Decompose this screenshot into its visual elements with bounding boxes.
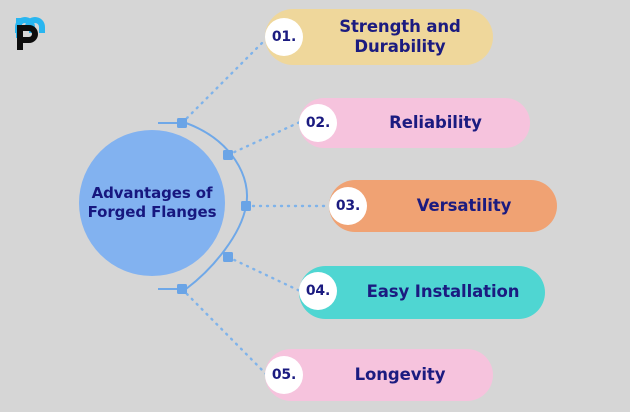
item-number-badge-1[interactable]: 01.: [265, 18, 303, 56]
item-number-badge-5[interactable]: 05.: [265, 356, 303, 394]
leader-line-5: [180, 287, 268, 376]
item-number-5: 05.: [271, 367, 297, 383]
connector-node-1: [177, 118, 187, 128]
center-hub: Advantages of Forged Flanges: [79, 130, 225, 276]
item-number-badge-2[interactable]: 02.: [299, 104, 337, 142]
item-pill-3[interactable]: Versatility: [329, 180, 557, 232]
item-pill-5[interactable]: Longevity: [265, 349, 493, 401]
item-label-3: Versatility: [329, 196, 557, 216]
item-label-5-line-1: Longevity: [354, 364, 446, 384]
item-label-2: Reliability: [299, 113, 530, 133]
leader-line-2: [226, 120, 302, 157]
item-number-badge-4[interactable]: 04.: [299, 272, 337, 310]
connector-node-2: [223, 150, 233, 160]
item-label-1-line-2: Durability: [354, 37, 446, 56]
item-label-4-line-1: Easy Installation: [366, 282, 520, 302]
hub-title-line-2: Forged Flanges: [87, 203, 217, 221]
item-pill-2[interactable]: Reliability: [299, 98, 530, 148]
item-label-1-line-1: Strength and: [339, 16, 461, 36]
item-pill-4[interactable]: Easy Installation: [299, 266, 545, 319]
item-number-3: 03.: [335, 198, 361, 214]
hub-title: Advantages of Forged Flanges: [80, 184, 225, 222]
item-number-2: 02.: [305, 115, 331, 131]
item-number-4: 04.: [305, 283, 331, 299]
item-number-badge-3[interactable]: 03.: [329, 187, 367, 225]
leader-line-1: [180, 37, 268, 125]
item-label-5: Longevity: [265, 365, 493, 385]
item-label-2-line-1: Reliability: [389, 112, 482, 132]
connector-node-3: [241, 201, 251, 211]
item-label-3-line-1: Versatility: [416, 195, 512, 215]
item-number-1: 01.: [271, 29, 297, 45]
logo-p-shape: [17, 25, 38, 50]
item-pill-1[interactable]: Strength and Durability: [265, 9, 493, 65]
item-label-1: Strength and Durability: [265, 17, 493, 57]
connector-node-5: [177, 284, 187, 294]
connector-node-4: [223, 252, 233, 262]
hub-title-line-1: Advantages of: [91, 183, 213, 202]
item-label-4: Easy Installation: [299, 282, 545, 302]
leader-line-4: [226, 255, 302, 293]
pm-logo: [15, 17, 45, 50]
